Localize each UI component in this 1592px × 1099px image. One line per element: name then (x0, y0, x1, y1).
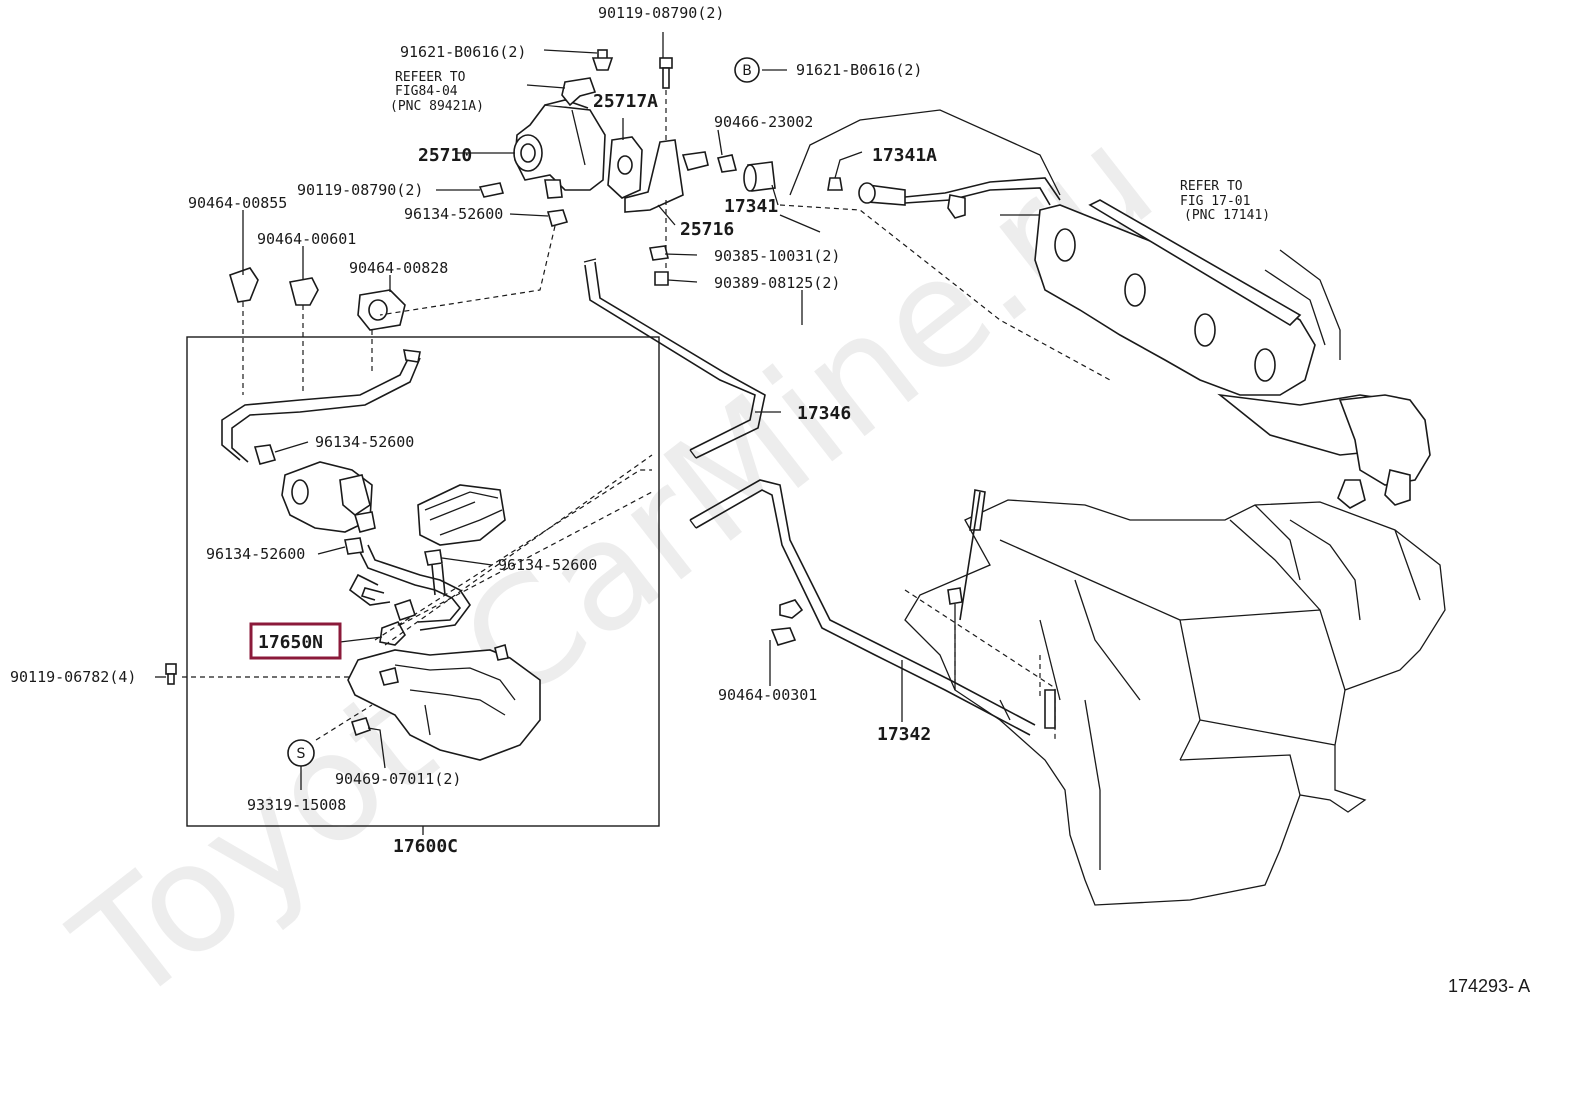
label-hose-17346: 17346 (797, 403, 851, 424)
clamp-90464-00828 (357, 289, 406, 331)
gasket-25717a (607, 136, 643, 199)
label-clamp-00855: 90464-00855 (188, 194, 287, 212)
label-nut-10031: 90385-10031(2) (714, 247, 840, 265)
circle-b-label: B (742, 63, 752, 79)
label-pipe-17341a: 17341A (872, 145, 937, 166)
exhaust-manifold (1000, 199, 1431, 509)
pipe-17341 (743, 161, 776, 192)
bolt-90119-08790-mid (478, 182, 505, 198)
air-pipe-17341a (827, 177, 1061, 219)
figure-reference: 174293- A (1448, 976, 1530, 996)
label-refer-b-3: (PNC 17141) (1184, 208, 1270, 223)
clamp-90464-00601 (289, 277, 319, 306)
label-refer-a-3: (PNC 89421A) (390, 99, 484, 114)
watermark: ToyotaCarMine.ru (44, 94, 1185, 1038)
clamp-96134-52600-top (546, 209, 569, 227)
label-bolt-b-left: 91621-B0616(2) (400, 43, 526, 61)
label-bolt-top: 90119-08790(2) (598, 4, 724, 22)
clamp-90464-00301 (770, 599, 804, 646)
box-hose-upper (221, 349, 421, 463)
vacuum-switching-valve (281, 461, 376, 533)
nut-90385-10031 (649, 245, 669, 261)
label-pipe-17341: 17341 (724, 196, 778, 217)
engine-block (904, 489, 1446, 906)
label-clamp-00601: 90464-00601 (257, 230, 356, 248)
clip-90469-07011 (350, 717, 372, 737)
hose-17342 (689, 479, 1036, 736)
circle-s-label: S (297, 746, 306, 762)
label-assy-17600c: 17600C (393, 836, 458, 857)
air-valve-25710 (513, 99, 606, 199)
label-valve-25710: 25710 (418, 145, 472, 166)
label-bracket-25716: 25716 (680, 219, 734, 240)
circle-s-marker: S (287, 739, 315, 767)
label-clamp-52600-a: 96134-52600 (315, 433, 414, 451)
hose-17346 (583, 258, 766, 459)
bracket-25716 (624, 139, 709, 213)
label-refer-b-2: FIG 17-01 (1180, 194, 1250, 209)
label-clamp-52600-c: 96134-52600 (498, 556, 597, 574)
bolt-90119-06782 (165, 663, 177, 685)
label-refer-b-1: REFER TO (1180, 179, 1243, 194)
label-sub-93319: 93319-15008 (247, 796, 346, 814)
clamp-96134-52600-b (344, 537, 364, 555)
callout-labels: 90119-08790(2) 91621-B0616(2) 91621-B061… (10, 4, 1270, 857)
clamp-90464-00855 (229, 267, 259, 303)
box-hose-lower (348, 544, 471, 631)
valve-17650n (379, 598, 417, 646)
label-clip-07011: 90469-07011(2) (335, 770, 461, 788)
label-refer-a-2: FIG84-04 (395, 84, 458, 99)
label-bolt-b-right: 91621-B0616(2) (796, 61, 922, 79)
label-bolt-06782: 90119-06782(4) (10, 668, 136, 686)
label-refer-a-1: REFEER TO (395, 70, 466, 85)
circle-b-marker: B (734, 57, 760, 83)
valve-bracket (347, 643, 541, 761)
clamp-96134-52600-c (424, 549, 443, 566)
label-bolt-08790-mid: 90119-08790(2) (297, 181, 423, 199)
bolt-90119-08790-top (659, 57, 673, 89)
highlight-box-17650n (249, 622, 342, 660)
label-clamp-00828: 90464-00828 (349, 259, 448, 277)
label-clamp-23002: 90466-23002 (714, 113, 813, 131)
label-clamp-52600-top: 96134-52600 (404, 205, 503, 223)
label-valve-17650n: 17650N (258, 632, 323, 653)
label-gasket-25717a: 25717A (593, 91, 658, 112)
clamp-90466-23002 (716, 154, 738, 173)
nut-90389-08125 (654, 271, 669, 286)
label-clamp-00301: 90464-00301 (718, 686, 817, 704)
refer-bracket (561, 77, 597, 107)
label-nut-08125: 90389-08125(2) (714, 274, 840, 292)
label-hose-17342: 17342 (877, 724, 931, 745)
label-clamp-52600-b: 96134-52600 (206, 545, 305, 563)
bolt-91621-b0616-left (591, 49, 614, 71)
valve-cover (417, 484, 506, 546)
leader-lines (155, 32, 903, 835)
clamp-96134-52600-a (253, 444, 277, 465)
